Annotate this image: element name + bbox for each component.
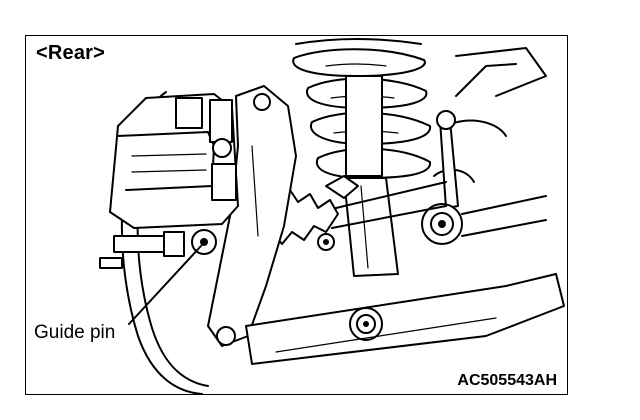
view-title: <Rear> xyxy=(36,42,106,64)
upper-arm xyxy=(433,47,547,183)
lower-arm xyxy=(245,273,565,365)
guide-pin-callout: Guide pin xyxy=(34,322,116,343)
rear-suspension-illustration xyxy=(99,38,565,394)
drive-shaft xyxy=(271,181,447,251)
figure-code: AC505543AH xyxy=(457,372,557,389)
callout-leader-line xyxy=(128,245,202,325)
figure-frame: <Rear> Guide pin AC505543AH xyxy=(25,35,568,395)
stabilizer-link xyxy=(421,110,547,245)
brake-caliper xyxy=(109,93,239,229)
guide-pin xyxy=(99,229,217,269)
